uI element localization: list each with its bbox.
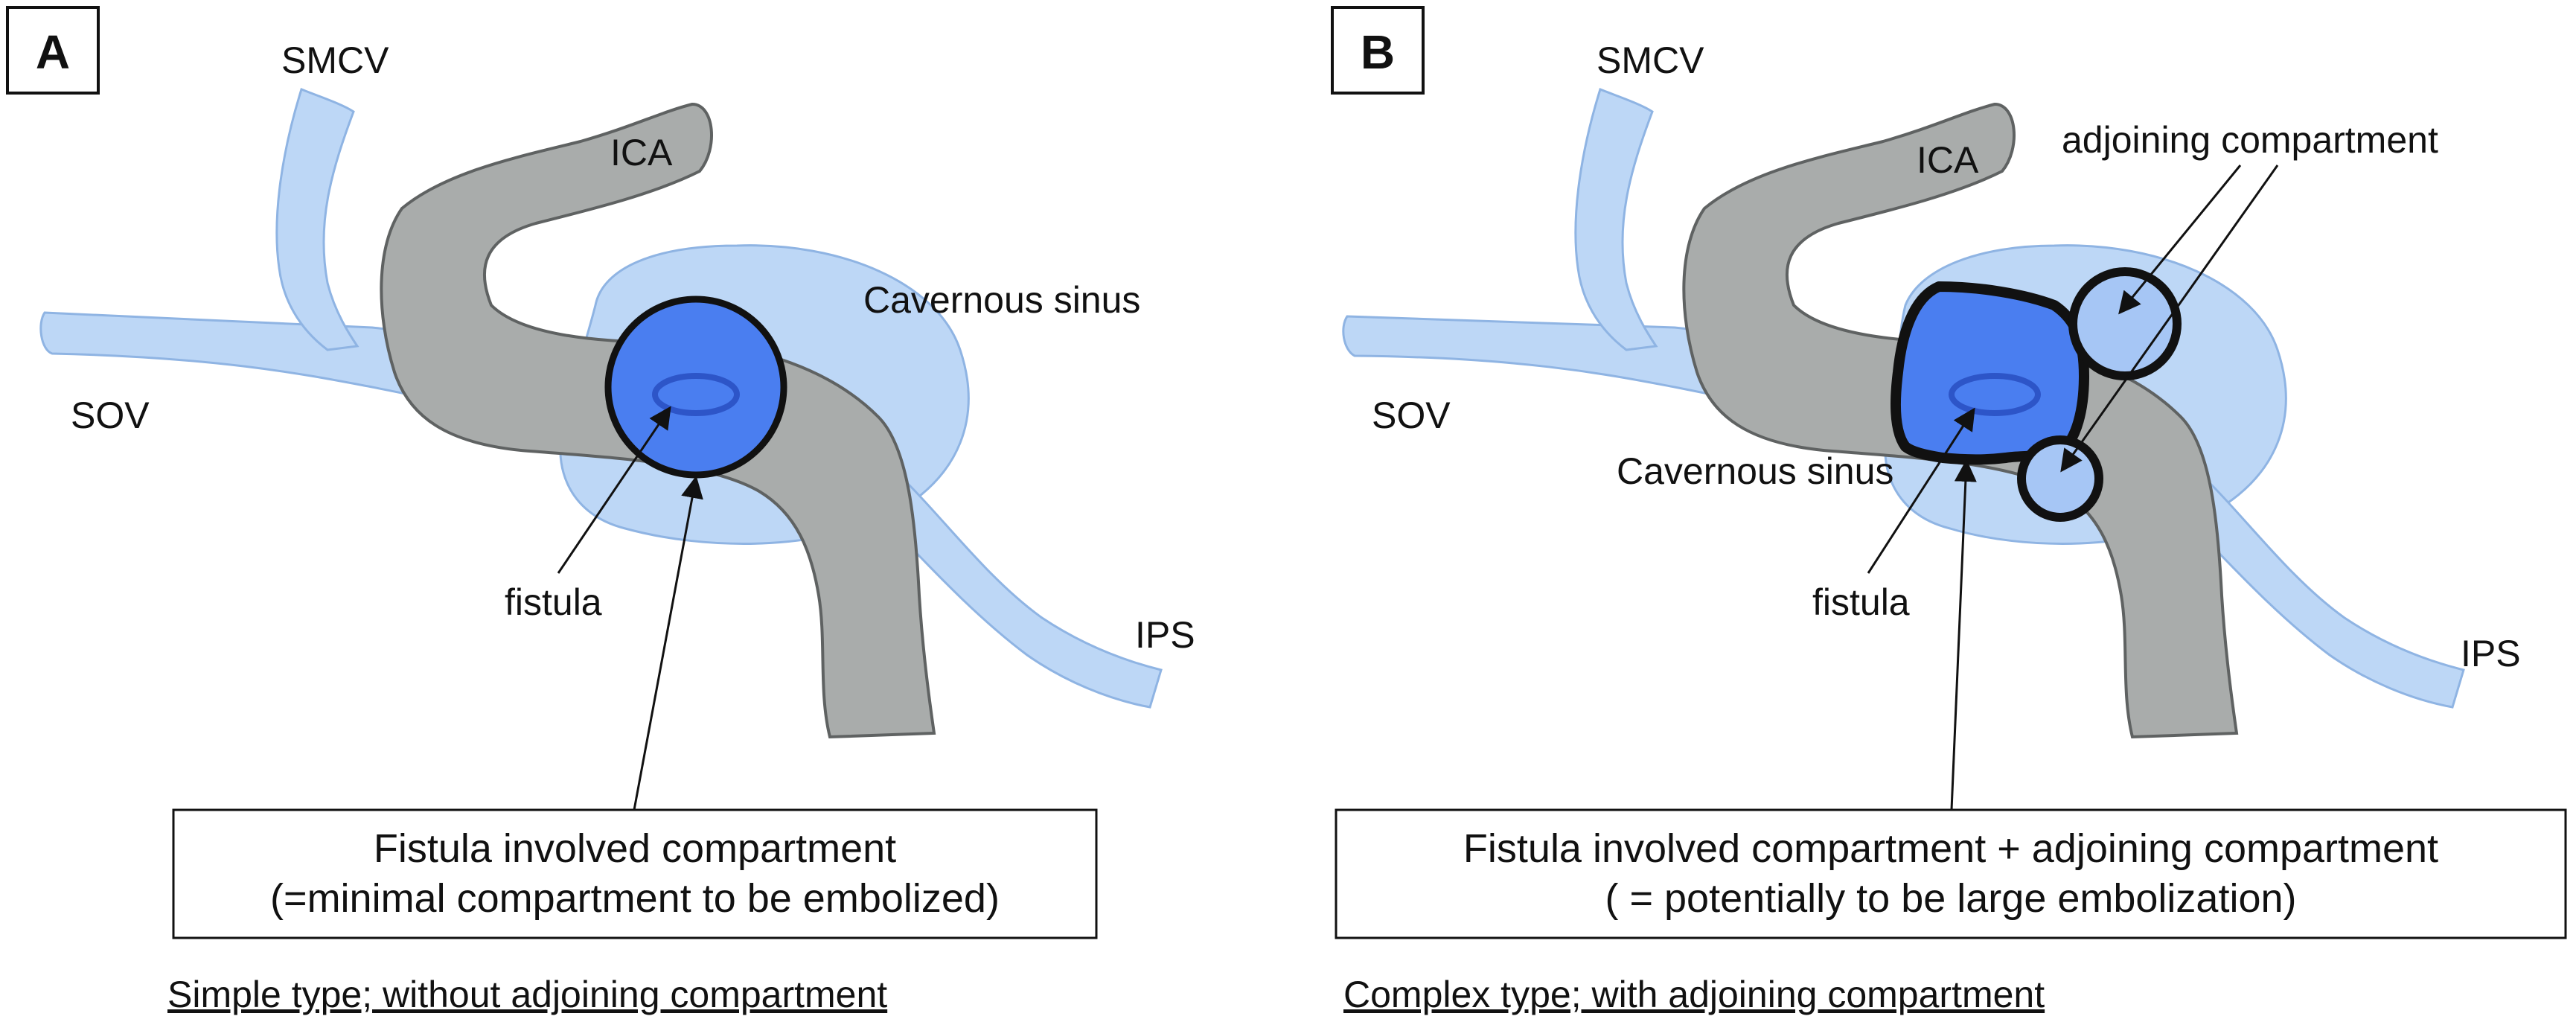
fistula-compartment-b	[1891, 281, 2089, 465]
description-box-b-line2: ( = potentially to be large embolization…	[1605, 876, 2296, 921]
panel-a-letter: A	[36, 25, 70, 79]
adjoining-label-b: adjoining compartment	[2062, 119, 2438, 161]
sov-label-a: SOV	[71, 395, 150, 436]
fistula-label-b: fistula	[1812, 581, 1910, 623]
sov-label-b: SOV	[1372, 395, 1451, 436]
fistula-ring-a	[652, 373, 740, 416]
compartment-arrow-a	[633, 476, 703, 811]
smcv-vein-b	[1574, 88, 1658, 351]
description-box-a-line2: (=minimal compartment to be embolized)	[270, 876, 1000, 921]
fistula-ring-b	[1949, 373, 2041, 416]
fistula-arrow-b	[1867, 407, 1975, 574]
caption-a: Simple type; without adjoining compartme…	[167, 974, 887, 1015]
fistula-label-a: fistula	[505, 581, 602, 623]
ips-vein-a	[876, 482, 1163, 709]
panel-a-letter-box	[6, 6, 100, 95]
panel-b: B SMCV ICA adjoining compartment SOV Cav…	[1331, 6, 2567, 1015]
smcv-vein-a	[275, 88, 359, 351]
description-box-a-line1: Fistula involved compartment	[374, 826, 896, 871]
adjoining-arrow-lower-b	[2060, 165, 2279, 473]
smcv-label-b: SMCV	[1597, 39, 1704, 81]
fistula-compartment-a	[604, 296, 787, 479]
adjoining-compartment-lower-b	[2017, 435, 2103, 522]
panel-a: A SMCV ICA Cavernous sinus SOV fistula I…	[6, 6, 1195, 1015]
smcv-label-a: SMCV	[281, 39, 389, 81]
description-box-b-line1: Fistula involved compartment + adjoining…	[1463, 826, 2438, 871]
ica-label-a: ICA	[610, 132, 673, 173]
description-box-a	[172, 808, 1098, 939]
panel-b-letter-box	[1331, 6, 1425, 95]
adjoining-arrow-upper-b	[2118, 165, 2242, 315]
ips-label-b: IPS	[2461, 633, 2521, 674]
caption-b: Complex type; with adjoining compartment	[1343, 974, 2045, 1015]
ips-vein-b	[2179, 482, 2465, 709]
description-box-b	[1335, 808, 2567, 939]
panel-b-letter: B	[1361, 25, 1395, 79]
compartment-arrow-b	[1950, 459, 1977, 811]
cavernous-sinus-label-b: Cavernous sinus	[1617, 450, 1893, 492]
cavernous-sinus-label-a: Cavernous sinus	[863, 279, 1140, 321]
fistula-arrow-a	[557, 406, 671, 574]
adjoining-compartment-upper-b	[2068, 267, 2182, 380]
ips-label-a: IPS	[1135, 614, 1195, 656]
ica-label-b: ICA	[1917, 139, 1979, 181]
